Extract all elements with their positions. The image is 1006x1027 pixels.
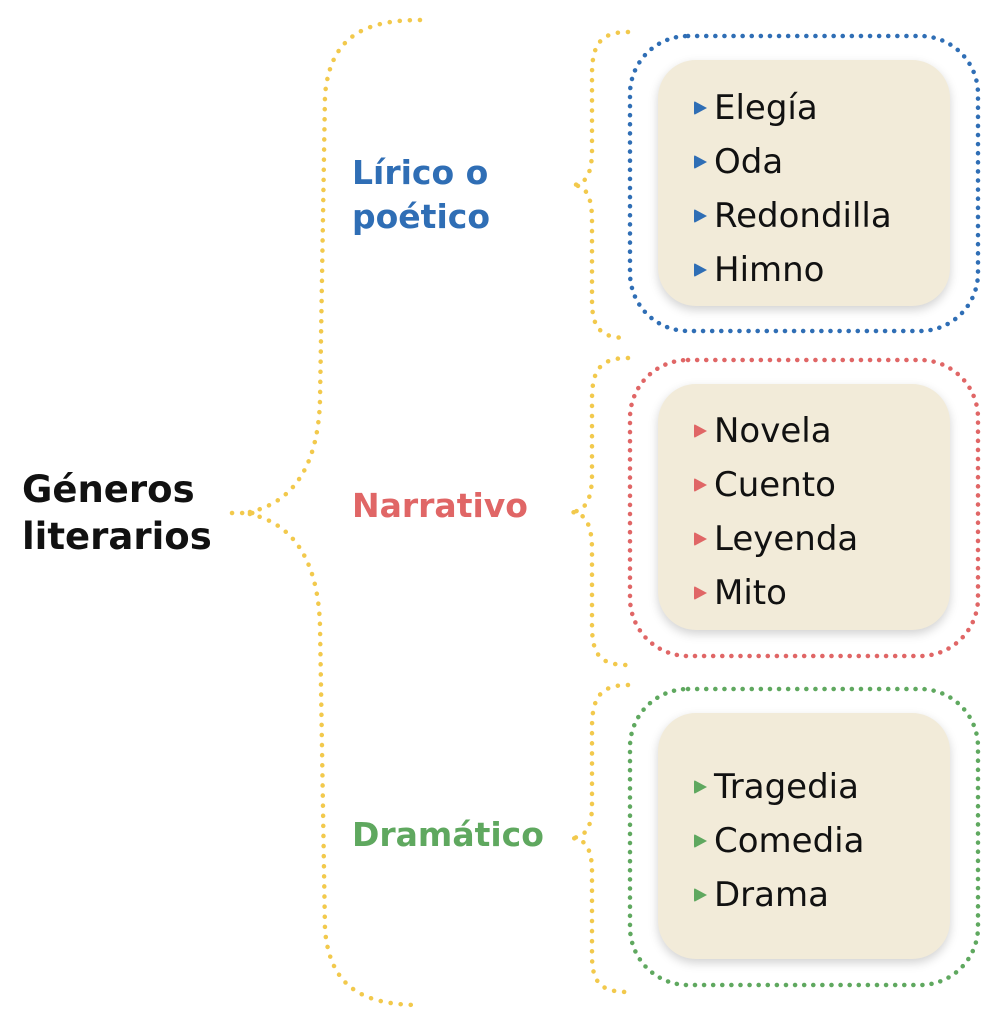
triangle-bullet-icon (694, 209, 707, 223)
brace-lirico (571, 29, 631, 341)
frame-lirico (627, 33, 981, 334)
card-lirico: Elegía Oda Redondilla Himno (658, 60, 950, 306)
genre-dramatico-line1: Dramático (352, 815, 544, 854)
triangle-bullet-icon (694, 424, 707, 438)
genre-lirico-line1: Lírico o (352, 153, 489, 192)
list-item: Comedia (658, 814, 950, 868)
root-title: Géneros literarios (22, 466, 232, 560)
list-item: Leyenda (658, 512, 950, 566)
list-item: Elegía (658, 81, 950, 135)
genre-dramatico: Dramático (352, 813, 544, 857)
list-item: Drama (658, 868, 950, 922)
genre-lirico-line2: poético (352, 197, 490, 236)
root-title-line1: Géneros (22, 468, 195, 511)
triangle-bullet-icon (694, 532, 707, 546)
triangle-bullet-icon (694, 834, 707, 848)
list-item: Cuento (658, 458, 950, 512)
list-item: Redondilla (658, 189, 950, 243)
root-title-line2: literarios (22, 515, 212, 558)
card-dramatico: Tragedia Comedia Drama (658, 713, 950, 959)
brace-narrativo (569, 355, 631, 668)
genre-narrativo-line1: Narrativo (352, 486, 528, 525)
brace-dramatico (569, 682, 631, 995)
triangle-bullet-icon (694, 586, 707, 600)
triangle-bullet-icon (694, 263, 707, 277)
triangle-bullet-icon (694, 478, 707, 492)
list-item: Himno (658, 243, 950, 297)
list-item: Novela (658, 404, 950, 458)
triangle-bullet-icon (694, 155, 707, 169)
card-narrativo: Novela Cuento Leyenda Mito (658, 384, 950, 630)
list-item: Oda (658, 135, 950, 189)
frame-narrativo (627, 357, 981, 659)
triangle-bullet-icon (694, 780, 707, 794)
genre-lirico: Lírico o poético (352, 151, 490, 239)
list-item: Mito (658, 566, 950, 620)
triangle-bullet-icon (694, 888, 707, 902)
genre-narrativo: Narrativo (352, 484, 528, 528)
triangle-bullet-icon (694, 101, 707, 115)
frame-dramatico (627, 686, 981, 988)
list-item: Tragedia (658, 760, 950, 814)
